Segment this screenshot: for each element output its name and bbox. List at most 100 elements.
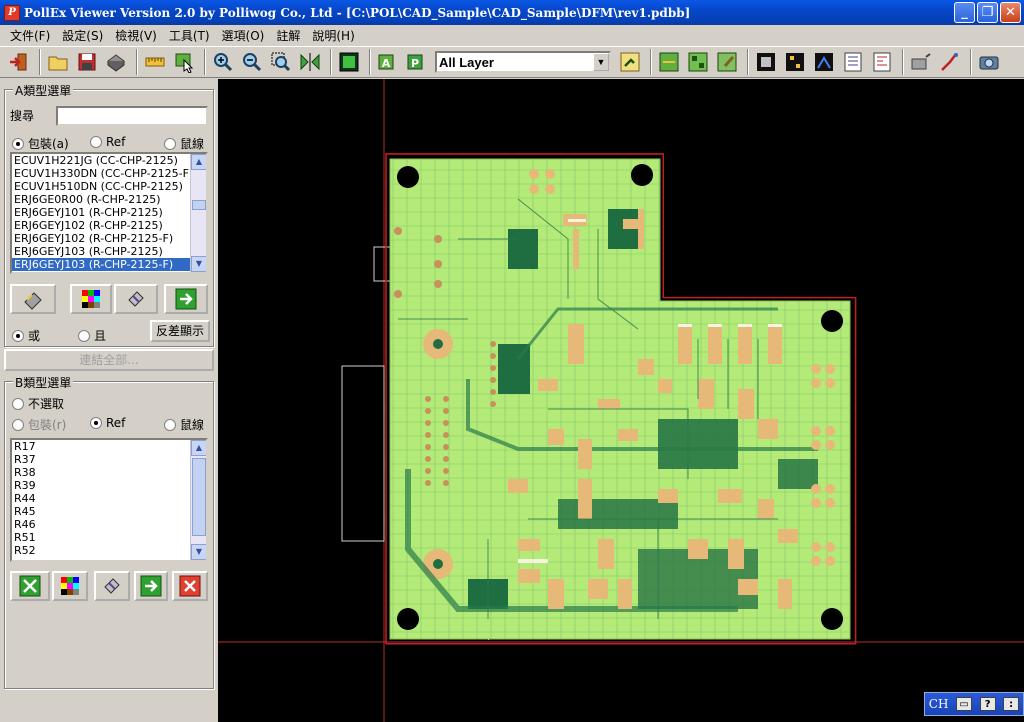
language-indicator[interactable]: CH (928, 697, 949, 711)
list-item[interactable]: ERJ6GE0R00 (R-CHP-2125) (14, 193, 161, 206)
list-item[interactable]: ERJ6GEYJ102 (R-CHP-2125) (14, 219, 163, 232)
eraser-icon (104, 578, 120, 594)
a-side-icon[interactable]: A (375, 49, 401, 75)
menu-view[interactable]: 檢視(V) (115, 28, 157, 43)
scroll-up-icon[interactable]: ▲ (191, 440, 206, 456)
measure-icon[interactable] (142, 49, 168, 75)
list-item[interactable]: ECUV1H510DN (CC-CHP-2125) (14, 180, 183, 193)
close-button[interactable]: ✕ (1000, 2, 1021, 23)
pick-component-icon (24, 292, 42, 310)
pcb-board-view[interactable] (218, 79, 1024, 722)
package-list[interactable]: ECUV1H221JG (CC-CHP-2125) ECUV1H330DN (C… (10, 152, 208, 274)
radio-none[interactable]: 不選取 (12, 395, 64, 412)
list-scrollbar[interactable]: ▲ ▼ (190, 154, 206, 272)
scroll-thumb[interactable] (192, 458, 206, 536)
toolbar: A P All Layer ▼ (0, 46, 1024, 78)
scroll-down-icon[interactable]: ▼ (191, 256, 206, 272)
radio-or[interactable]: 或 (12, 327, 40, 344)
help-icon[interactable]: ? (979, 697, 996, 711)
drc-icon[interactable] (714, 49, 740, 75)
menu-help[interactable]: 說明(H) (312, 28, 355, 43)
flip-icon[interactable] (297, 49, 323, 75)
radio-ratsnest[interactable]: 鼠線 (164, 135, 204, 152)
list-item[interactable]: ERJ6GEYJ103 (R-CHP-2125) (14, 245, 163, 258)
trace-bus (466, 379, 818, 451)
scroll-down-icon[interactable]: ▼ (191, 544, 206, 560)
report-1-icon[interactable] (840, 49, 866, 75)
zoom-area-icon[interactable] (268, 49, 294, 75)
minimize-button[interactable]: _ (954, 2, 975, 23)
list-item[interactable]: R52 (14, 544, 36, 557)
ref-list[interactable]: R17 R37 R38 R39 R44 R45 R46 R51 R52 ▲ ▼ (10, 438, 208, 562)
list-item[interactable]: R39 (14, 479, 36, 492)
list-item[interactable]: R44 (14, 492, 36, 505)
list-item[interactable]: ERJ6GEYJ101 (R-CHP-2125) (14, 206, 163, 219)
apply-button[interactable] (164, 284, 208, 314)
pcb-canvas[interactable] (218, 79, 1024, 722)
component-icon[interactable] (685, 49, 711, 75)
link-all-button[interactable]: 連結全部... (4, 349, 214, 371)
menu-options[interactable]: 選項(O) (221, 28, 265, 43)
list-item[interactable]: R51 (14, 531, 36, 544)
exit-icon[interactable] (6, 49, 32, 75)
radio-package[interactable]: 包裝(a) (12, 135, 69, 152)
list-item[interactable]: R17 (14, 440, 36, 453)
list-item[interactable]: R38 (14, 466, 36, 479)
menu-file[interactable]: 文件(F) (10, 28, 51, 43)
zoom-in-icon[interactable] (210, 49, 236, 75)
chip-2-icon[interactable] (782, 49, 808, 75)
restore-button[interactable]: ❐ (977, 2, 998, 23)
net-icon[interactable] (656, 49, 682, 75)
camera-icon[interactable] (976, 49, 1002, 75)
radio-and[interactable]: 且 (78, 327, 106, 344)
search-input[interactable] (56, 106, 208, 126)
save-icon[interactable] (74, 49, 100, 75)
open-folder-icon[interactable] (45, 49, 71, 75)
list-item[interactable]: R46 (14, 518, 36, 531)
list-scrollbar[interactable]: ▲ ▼ (190, 440, 206, 560)
via (433, 339, 443, 349)
arrow-right-icon (175, 288, 197, 310)
panel-b-title: B類型選單 (13, 374, 74, 391)
radio-package-b: 包裝(r) (12, 416, 66, 433)
pick-component-button[interactable] (10, 284, 56, 314)
radio-ratsnest-b[interactable]: 鼠線 (164, 416, 204, 433)
chevron-down-icon[interactable]: ▼ (593, 53, 609, 71)
list-item[interactable]: R37 (14, 453, 36, 466)
eraser-button[interactable] (114, 284, 158, 314)
options-icon[interactable]: : (1003, 697, 1020, 711)
menu-settings[interactable]: 設定(S) (62, 28, 104, 43)
cross-select-button[interactable] (10, 571, 50, 601)
chip-1-icon[interactable] (753, 49, 779, 75)
board-view-icon[interactable] (336, 49, 362, 75)
list-item[interactable]: ECUV1H221JG (CC-CHP-2125) (14, 154, 178, 167)
p-side-icon[interactable]: P (404, 49, 430, 75)
scroll-up-icon[interactable]: ▲ (191, 154, 206, 170)
report-2-icon[interactable] (869, 49, 895, 75)
invert-display-button[interactable]: 反差顯示 (150, 320, 210, 342)
zoom-out-icon[interactable] (239, 49, 265, 75)
menu-tools[interactable]: 工具(T) (168, 28, 210, 43)
list-item-selected[interactable]: ERJ6GEYJ103 (R-CHP-2125-F) (12, 258, 206, 271)
keyboard-icon[interactable]: ▭ (956, 697, 973, 711)
layer-settings-icon[interactable] (617, 49, 643, 75)
radio-dot (12, 329, 24, 342)
color-button-b[interactable] (52, 571, 88, 601)
list-item[interactable]: ECUV1H330DN (CC-CHP-2125-F) (14, 167, 194, 180)
list-item[interactable]: R45 (14, 505, 36, 518)
radio-ref-b[interactable]: Ref (90, 416, 125, 430)
tool-1-icon[interactable] (908, 49, 934, 75)
eraser-button-b[interactable] (94, 571, 130, 601)
layer-select[interactable]: All Layer ▼ (435, 51, 611, 73)
radio-ref[interactable]: Ref (90, 135, 125, 149)
print-icon[interactable] (103, 49, 129, 75)
color-button[interactable] (70, 284, 112, 314)
tool-2-icon[interactable] (937, 49, 963, 75)
clear-button[interactable] (172, 571, 208, 601)
chip-3-icon[interactable] (811, 49, 837, 75)
apply-button-b[interactable] (134, 571, 168, 601)
select-icon[interactable] (171, 49, 197, 75)
list-item[interactable]: ERJ6GEYJ102 (R-CHP-2125-F) (14, 232, 174, 245)
scroll-thumb[interactable] (192, 200, 206, 210)
menu-annotation[interactable]: 註解 (276, 28, 301, 43)
